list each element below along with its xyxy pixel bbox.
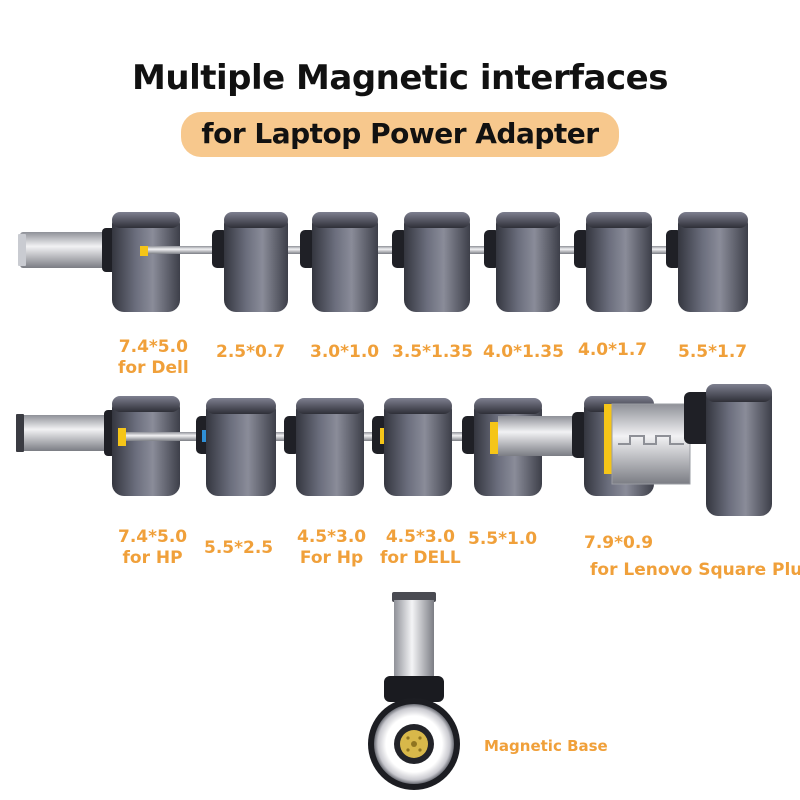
label-5510: 5.5*1.0 <box>468 529 538 549</box>
adapter-lenovo-7909 <box>584 384 772 516</box>
adapter-hp-7450 <box>16 396 180 496</box>
row1-adapters <box>18 212 748 312</box>
adapter-5517 <box>666 212 748 312</box>
adapter-dell-4530 <box>372 398 452 496</box>
label-3010: 3.0*1.0 <box>310 342 380 362</box>
label-dell-7450: 7.4*5.0 for Dell <box>118 337 189 379</box>
adapter-40135 <box>484 212 560 312</box>
brand-label: for DELL <box>380 548 461 568</box>
brand-label: for Dell <box>118 358 189 378</box>
label-35135: 3.5*1.35 <box>392 342 473 362</box>
row2-adapters <box>16 384 772 516</box>
label-hp-7450: 7.4*5.0 for HP <box>118 527 187 569</box>
magnetic-base <box>368 592 460 790</box>
size-label: 4.5*3.0 <box>385 527 455 547</box>
size-label: 7.4*5.0 <box>118 337 188 357</box>
page-title: Multiple Magnetic interfaces <box>132 58 668 98</box>
adapter-3010 <box>300 212 378 312</box>
adapter-35135 <box>392 212 470 312</box>
label-4017: 4.0*1.7 <box>578 340 648 360</box>
label-5517: 5.5*1.7 <box>678 342 748 362</box>
label-5525: 5.5*2.5 <box>204 538 274 558</box>
brand-label: for HP <box>122 548 183 568</box>
adapter-5525 <box>196 398 276 496</box>
magnetic-base-label: Magnetic Base <box>484 737 608 755</box>
adapter-5510 <box>462 398 588 496</box>
size-label: 4.5*3.0 <box>297 527 367 547</box>
page-subtitle: for Laptop Power Adapter <box>181 112 619 157</box>
adapter-2507 <box>212 212 288 312</box>
brand-label: For Hp <box>299 548 364 568</box>
label-dell-4530: 4.5*3.0 for DELL <box>380 527 461 569</box>
label-40135: 4.0*1.35 <box>483 342 564 362</box>
label-lenovo-brand: for Lenovo Square Plug <box>590 560 800 580</box>
adapter-hp-4530 <box>284 398 364 496</box>
label-hp-4530: 4.5*3.0 For Hp <box>297 527 366 569</box>
label-2507: 2.5*0.7 <box>216 342 286 362</box>
adapter-dell-7450 <box>18 212 180 312</box>
adapter-4017 <box>574 212 652 312</box>
size-label: 7.4*5.0 <box>118 527 188 547</box>
label-lenovo-7909: 7.9*0.9 <box>584 533 654 553</box>
